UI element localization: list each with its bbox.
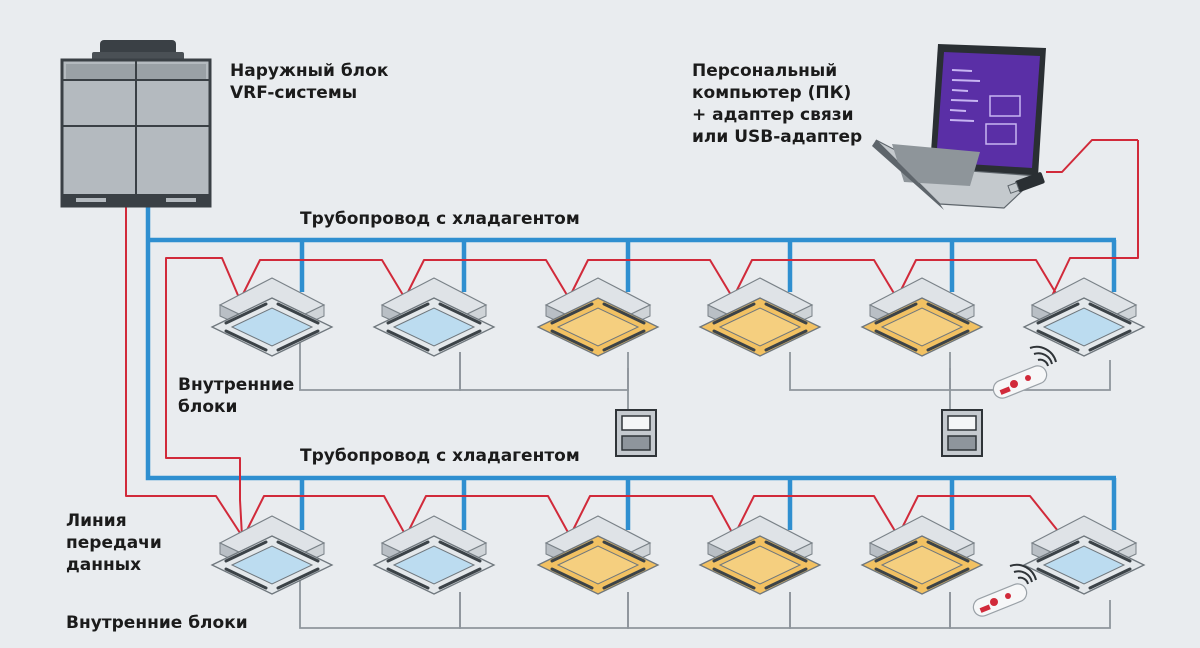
outdoor-unit-label: Наружный блок VRF-системы xyxy=(230,61,389,103)
wall-controller-icon-2 xyxy=(941,409,983,457)
indoor-units-label-top: Внутренние блоки xyxy=(178,375,295,417)
wall-controller-icon-1 xyxy=(615,409,657,457)
indoor-unit-top-5 xyxy=(860,276,984,358)
outdoor-unit-icon xyxy=(60,40,212,208)
indoor-unit-top-6 xyxy=(1022,276,1146,358)
refrigerant-pipes xyxy=(145,200,1117,530)
indoor-unit-bottom-3 xyxy=(536,514,660,596)
indoor-unit-bottom-4 xyxy=(698,514,822,596)
data-transmission-line xyxy=(125,139,1139,537)
indoor-unit-bottom-2 xyxy=(372,514,496,596)
remote-control-icon-1 xyxy=(989,345,1057,402)
pc-label: Персональный компьютер (ПК) + адаптер св… xyxy=(692,61,863,147)
indoor-unit-bottom-1 xyxy=(210,514,334,596)
pipe-label-top: Трубопровод с хладагентом xyxy=(300,209,580,229)
indoor-unit-top-2 xyxy=(372,276,496,358)
indoor-unit-top-4 xyxy=(698,276,822,358)
data-line-label: Линия передачи данных xyxy=(66,511,162,575)
indoor-unit-bottom-6 xyxy=(1022,514,1146,596)
indoor-units-label-bottom: Внутренние блоки xyxy=(66,613,248,633)
remote-control-icon-2 xyxy=(969,563,1037,620)
laptop-icon xyxy=(872,44,1046,210)
indoor-unit-top-3 xyxy=(536,276,660,358)
indoor-unit-bottom-5 xyxy=(860,514,984,596)
indoor-unit-top-1 xyxy=(210,276,334,358)
pipe-label-bottom: Трубопровод с хладагентом xyxy=(300,446,580,466)
usb-adapter-icon xyxy=(1007,172,1045,194)
